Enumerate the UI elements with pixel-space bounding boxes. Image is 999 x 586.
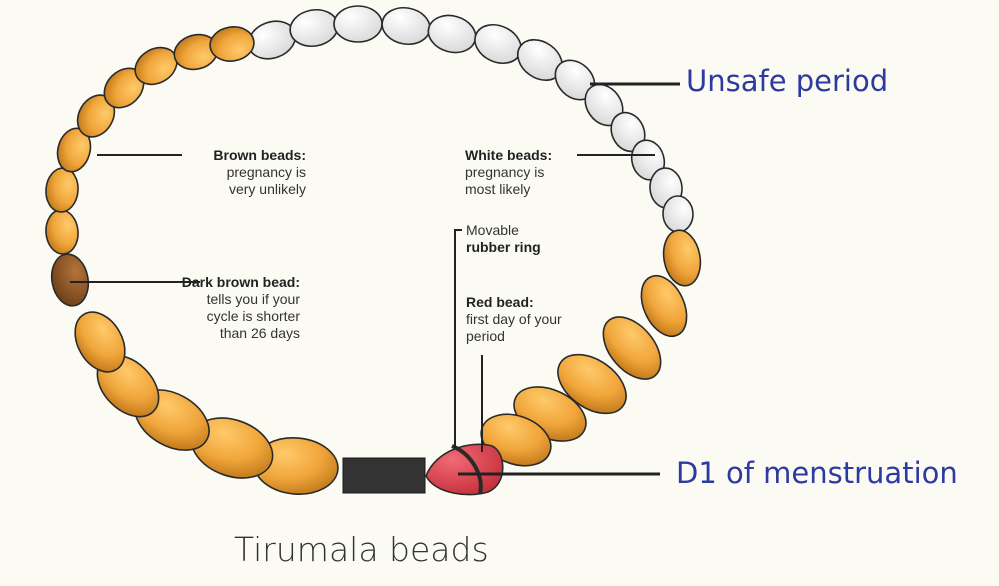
rubber-ring	[451, 444, 483, 495]
brown-beads-text: pregnancy is very unlikely	[226, 164, 306, 197]
white-beads-label: White beads: pregnancy is most likely	[465, 147, 575, 198]
brown-bead	[45, 209, 79, 255]
white-bead	[662, 195, 694, 233]
brown-bead	[209, 26, 255, 62]
dark-brown-text: tells you if your cycle is shorter than …	[206, 291, 300, 341]
white-bead	[474, 23, 522, 65]
red-bead-title: Red bead:	[466, 294, 534, 310]
red-bead-text: first day of your period	[466, 311, 562, 344]
rubber-ring-title: rubber ring	[466, 239, 541, 255]
white-bead	[289, 8, 339, 48]
brown-bead	[602, 316, 662, 380]
dark-brown-bead	[50, 253, 90, 307]
brown-bead	[45, 167, 79, 213]
brown-bead	[640, 274, 688, 338]
brown-bead	[74, 311, 126, 373]
dark-brown-label: Dark brown bead: tells you if your cycle…	[180, 274, 300, 342]
white-bead	[381, 6, 431, 46]
red-bead	[425, 443, 504, 496]
brown-bead	[557, 353, 627, 415]
rubber-ring-leader	[454, 229, 462, 448]
red-bead-label: Red bead: first day of your period	[466, 294, 566, 345]
rubber-ring-label: Movable rubber ring	[466, 222, 566, 256]
rubber-ring-text: Movable	[466, 222, 519, 238]
brown-bead	[662, 229, 702, 287]
clasp	[342, 457, 426, 494]
brown-beads-title: Brown beads:	[213, 147, 306, 163]
menstruation-annotation: D1 of menstruation	[676, 456, 958, 490]
dark-brown-title: Dark brown bead:	[181, 274, 300, 290]
white-beads-text: pregnancy is most likely	[465, 164, 545, 197]
brown-beads-label: Brown beads: pregnancy is very unlikely	[150, 147, 306, 198]
diagram-caption: Tirumala beads	[234, 530, 489, 569]
unsafe-period-annotation: Unsafe period	[686, 64, 889, 98]
white-bead	[333, 5, 383, 43]
white-beads-title: White beads:	[465, 147, 553, 163]
white-bead	[427, 14, 477, 54]
